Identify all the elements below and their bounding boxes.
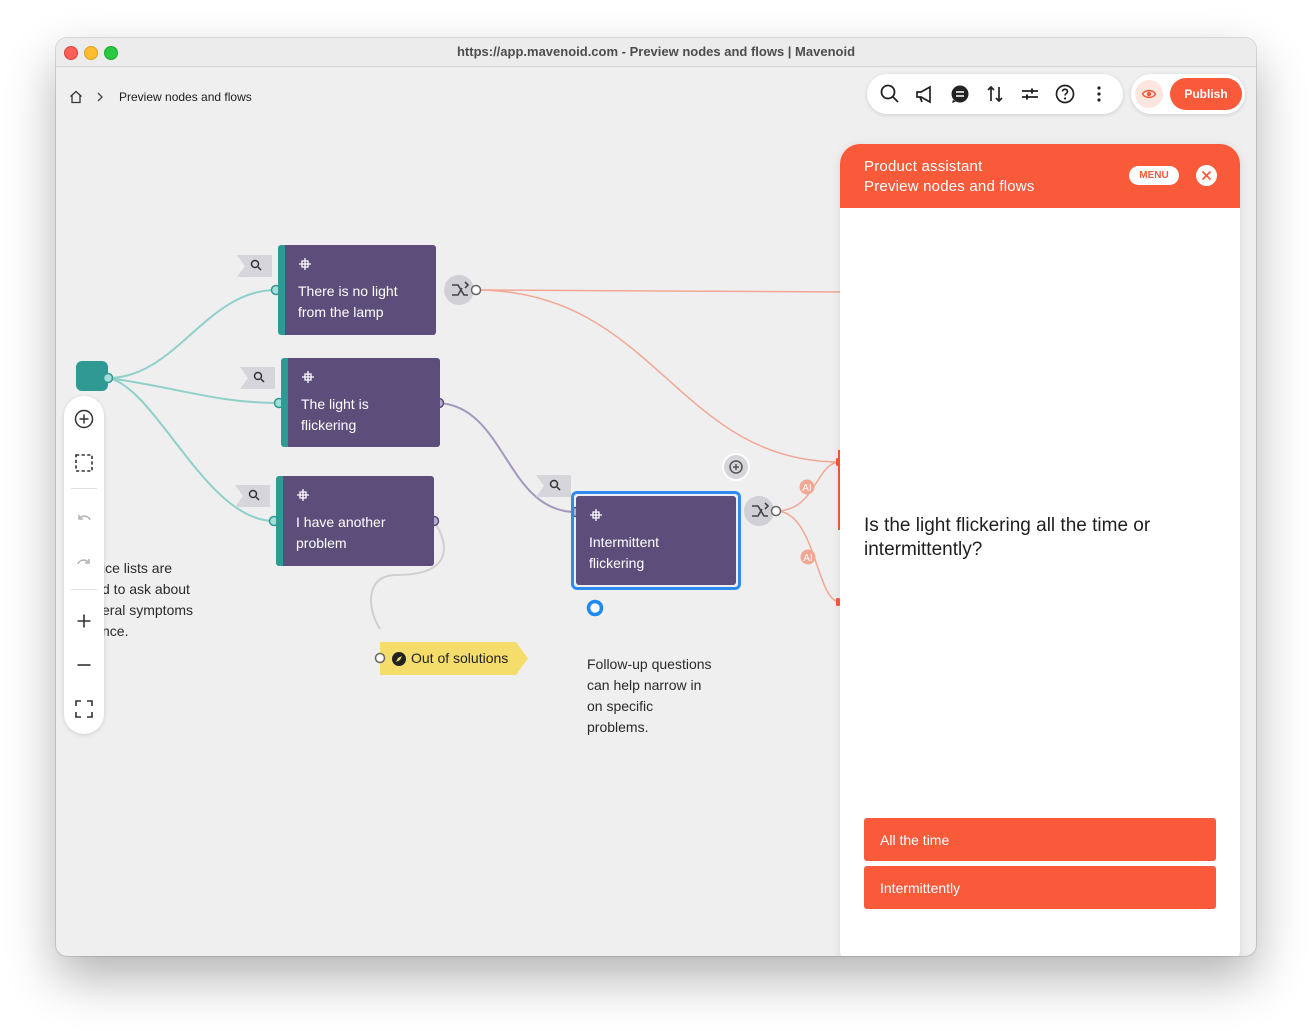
chat-button[interactable] xyxy=(946,80,974,108)
node-type-icon xyxy=(590,509,602,521)
undo-icon xyxy=(78,515,91,521)
browser-window: https://app.mavenoid.com - Preview nodes… xyxy=(56,38,1256,956)
fit-screen-button[interactable] xyxy=(70,695,98,723)
add-node-button[interactable] xyxy=(70,405,98,433)
search-badge[interactable] xyxy=(240,367,275,389)
publish-button[interactable]: Publish xyxy=(1170,78,1242,110)
edge-root-no-light xyxy=(107,289,277,379)
minimize-window-button[interactable] xyxy=(84,46,98,60)
answer-button-intermittently[interactable]: Intermittently xyxy=(864,866,1216,909)
canvas-toolbar xyxy=(867,74,1123,114)
branch-button[interactable] xyxy=(744,496,782,526)
title-bar: https://app.mavenoid.com - Preview nodes… xyxy=(56,38,1256,67)
note-text-left: ice lists are d to ask about eral sympto… xyxy=(102,560,194,639)
node-label: The light is flickering xyxy=(301,396,369,433)
chat-title: Product assistant Preview nodes and flow… xyxy=(864,157,1035,197)
root-port[interactable] xyxy=(102,372,114,384)
breadcrumb-current: Preview nodes and flows xyxy=(119,90,252,104)
fit-screen-icon xyxy=(75,700,93,718)
note-text-right: Follow-up questions can help narrow in o… xyxy=(587,656,712,735)
zoom-out-icon xyxy=(77,664,91,666)
branch-button[interactable] xyxy=(444,275,482,305)
chat-title-line1: Product assistant xyxy=(864,158,983,175)
node-no-light[interactable]: There is no light from the lamp xyxy=(278,245,436,335)
chat-preview-panel: Product assistant Preview nodes and flow… xyxy=(840,144,1240,956)
zoom-in-button[interactable] xyxy=(70,607,98,635)
maximize-window-button[interactable] xyxy=(104,46,118,60)
search-badge[interactable] xyxy=(536,475,571,497)
compass-icon xyxy=(392,652,406,666)
search-button[interactable] xyxy=(876,80,904,108)
chat-menu-button[interactable]: MENU xyxy=(1129,166,1179,185)
chat-icon xyxy=(951,85,969,103)
select-area-button[interactable] xyxy=(70,449,98,477)
add-circle-icon xyxy=(74,409,94,429)
node-type-icon xyxy=(297,489,309,501)
sort-button[interactable] xyxy=(981,80,1009,108)
settings-button[interactable] xyxy=(1016,80,1044,108)
window-title: https://app.mavenoid.com - Preview nodes… xyxy=(456,44,856,59)
megaphone-icon xyxy=(916,85,932,104)
search-icon xyxy=(881,84,900,103)
canvas-side-toolbar xyxy=(64,396,104,734)
sliders-icon xyxy=(1021,88,1038,100)
chat-close-button[interactable] xyxy=(1196,165,1217,186)
answer-button-all-the-time[interactable]: All the time xyxy=(864,818,1216,861)
node-light-flickering[interactable]: The light is flickering xyxy=(281,358,440,447)
svg-text:AI: AI xyxy=(803,553,812,564)
help-button[interactable] xyxy=(1051,80,1079,108)
ai-badge: AI xyxy=(799,479,815,495)
help-icon xyxy=(1055,84,1074,104)
edge-orange-2 xyxy=(475,289,841,463)
close-window-button[interactable] xyxy=(64,46,78,60)
divider xyxy=(71,488,97,489)
search-badge[interactable] xyxy=(237,255,272,277)
chat-question: Is the light flickering all the time or … xyxy=(864,515,1151,560)
node-intermittent-flickering[interactable]: Intermittent flickering xyxy=(576,496,736,585)
chat-title-line2: Preview nodes and flows xyxy=(864,178,1035,195)
node-another-problem[interactable]: I have another problem xyxy=(276,476,434,566)
edge-root-another xyxy=(107,377,275,522)
sort-arrows-icon xyxy=(987,85,1003,103)
svg-text:AI: AI xyxy=(802,483,811,494)
node-label: I have another problem xyxy=(296,514,386,551)
redo-button[interactable] xyxy=(70,550,98,578)
more-button[interactable] xyxy=(1085,80,1113,108)
node-label: Intermittent flickering xyxy=(589,534,660,571)
annotation-dot[interactable] xyxy=(586,599,604,617)
breadcrumb: Preview nodes and flows xyxy=(68,87,252,107)
root-node[interactable] xyxy=(76,361,108,391)
publish-group: Publish xyxy=(1131,74,1245,114)
preview-button[interactable] xyxy=(1135,80,1163,108)
more-vertical-icon xyxy=(1097,86,1102,102)
flow-canvas[interactable]: AI AI Preview nodes and flows xyxy=(56,67,1256,956)
divider xyxy=(71,589,97,590)
node-label: There is no light from the lamp xyxy=(298,283,398,320)
zoom-in-icon xyxy=(77,614,91,628)
undo-button[interactable] xyxy=(70,506,98,534)
zoom-out-button[interactable] xyxy=(70,651,98,679)
edge-root-flickering xyxy=(107,377,280,404)
input-port[interactable] xyxy=(374,652,386,664)
select-box-icon xyxy=(75,454,93,472)
close-icon xyxy=(1201,170,1212,181)
flow-edges: AI AI xyxy=(76,255,847,630)
selection-outline xyxy=(571,491,741,590)
chevron-right-icon xyxy=(97,92,103,102)
node-type-icon xyxy=(302,371,314,383)
add-node-icon[interactable] xyxy=(722,453,750,481)
announce-button[interactable] xyxy=(911,80,939,108)
search-badge[interactable] xyxy=(235,485,270,507)
edge-another-solutions xyxy=(369,520,445,630)
edge-orange-1 xyxy=(475,289,847,293)
eye-icon xyxy=(1141,89,1157,99)
edge-flickering-intermittent xyxy=(438,402,577,513)
home-icon[interactable] xyxy=(68,89,84,105)
chat-header: Product assistant Preview nodes and flow… xyxy=(840,144,1240,208)
ai-badge: AI xyxy=(800,549,816,565)
redo-icon xyxy=(77,559,90,565)
node-type-icon xyxy=(299,258,311,270)
out-of-solutions-label: Out of solutions xyxy=(411,650,509,666)
tag-shape xyxy=(380,642,528,675)
